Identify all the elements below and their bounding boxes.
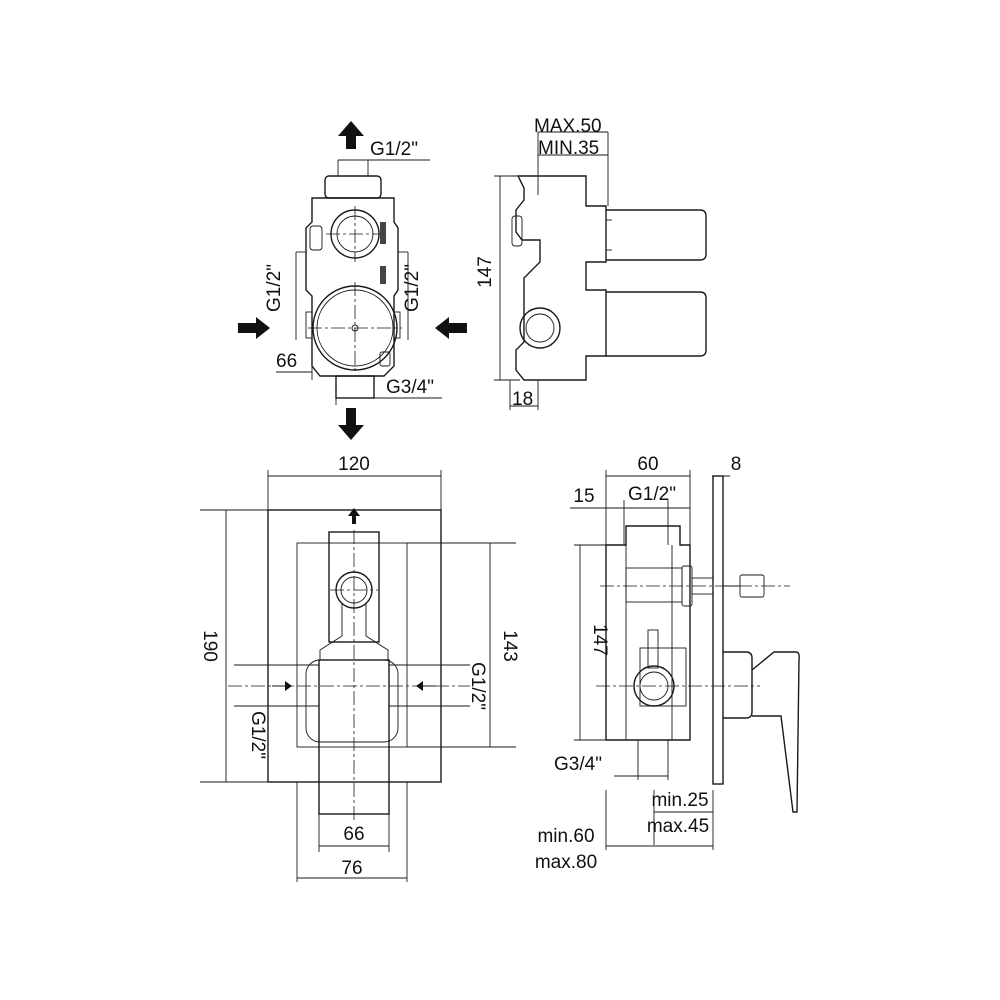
v3-width-76: 76 (341, 858, 362, 879)
cover-plate-side-view (570, 470, 800, 850)
v2-offset-18: 18 (512, 389, 533, 410)
body-outline (305, 197, 399, 377)
plate-edge (712, 475, 724, 785)
cover-plate-front-view (200, 470, 516, 882)
v4-min-25: min.25 (651, 790, 708, 811)
v2-depth-max: MAX.50 (534, 116, 602, 137)
valve-body-front-view (238, 121, 467, 440)
inlet-arrow-left (238, 317, 270, 339)
v1-width-66: 66 (276, 351, 297, 372)
cover-plate (267, 509, 442, 783)
v3-inlet-left-label: G1/2" (247, 711, 268, 759)
v3-plate-height-190: 190 (199, 630, 220, 662)
outlet-arrow-down (338, 408, 364, 440)
valve-body-side-view (494, 131, 707, 410)
inlet-arrow-right (435, 317, 467, 339)
v4-plate-8: 8 (731, 454, 742, 475)
v1-outlet-top-label: G1/2" (370, 139, 418, 160)
side-lever (751, 651, 800, 813)
v4-depth-60: 60 (637, 454, 658, 475)
v1-inlet-left-label: G1/2" (264, 264, 285, 312)
v3-plate-width-120: 120 (338, 454, 370, 475)
v1-outlet-bottom-label: G3/4" (386, 377, 434, 398)
v4-outlet-bottom-label: G3/4" (554, 754, 602, 775)
v2-depth-min: MIN.35 (538, 138, 599, 159)
side-body-outline (515, 175, 607, 381)
v4-height-147: 147 (589, 624, 610, 656)
v4-max-80: max.80 (535, 852, 597, 873)
outlet-arrow-up (338, 121, 364, 149)
v4-min-60: min.60 (537, 826, 594, 847)
v3-inlet-right-label: G1/2" (467, 662, 488, 710)
v4-offset-15: 15 (573, 486, 594, 507)
v3-body-height-143: 143 (499, 630, 520, 662)
v3-width-66: 66 (343, 824, 364, 845)
flow-arrow-up (348, 508, 360, 524)
v1-inlet-right-label: G1/2" (402, 264, 423, 312)
v2-height-147: 147 (475, 256, 496, 288)
v4-max-45: max.45 (647, 816, 709, 837)
v4-outlet-top-label: G1/2" (628, 484, 676, 505)
